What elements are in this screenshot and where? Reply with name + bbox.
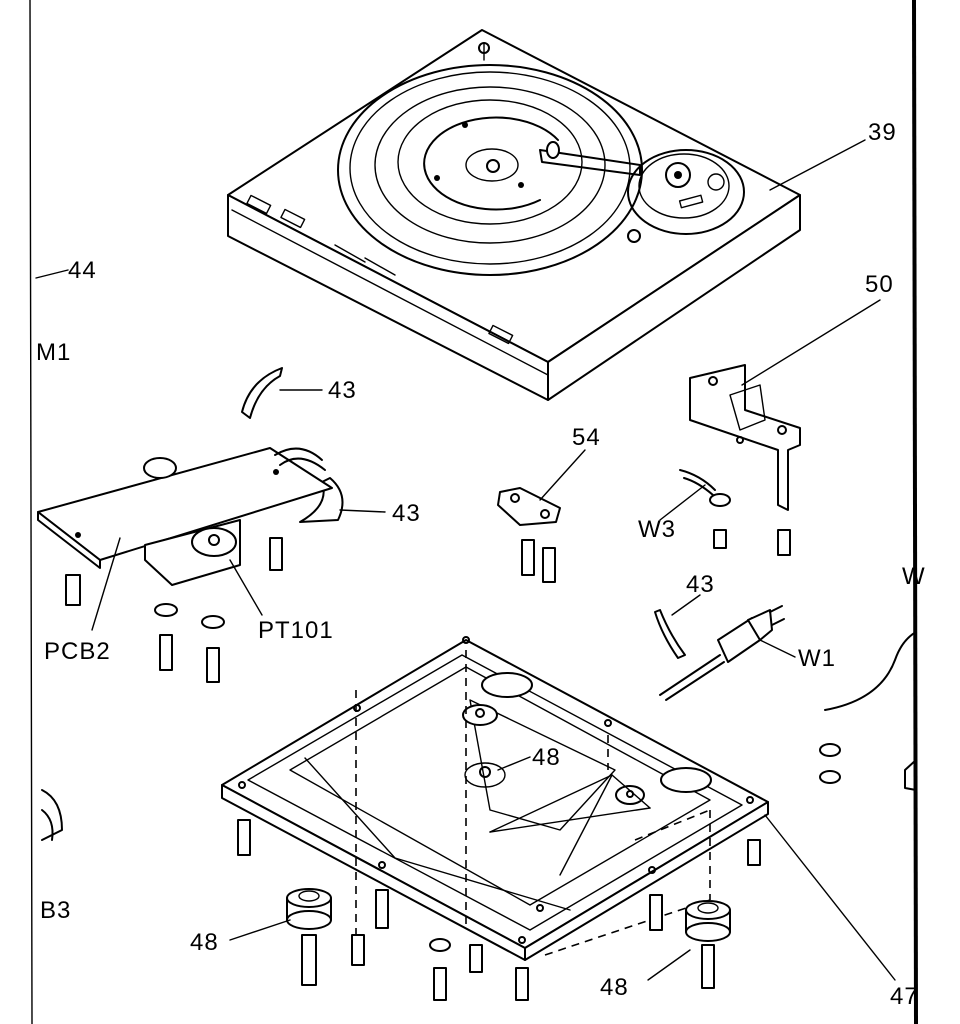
cabinet-top-assembly bbox=[227, 29, 801, 401]
base-plate-47 bbox=[221, 636, 769, 1001]
bracket-assembly-50 bbox=[679, 364, 801, 556]
left-side-partial-parts bbox=[41, 789, 63, 841]
label-part-43-middle: 43 bbox=[392, 500, 421, 527]
label-part-48-right: 48 bbox=[600, 974, 629, 1001]
label-part-b3: B3 bbox=[40, 897, 71, 924]
label-part-48-center: 48 bbox=[532, 744, 561, 771]
label-part-pt101: PT101 bbox=[258, 617, 334, 644]
label-part-54: 54 bbox=[572, 424, 601, 451]
cable-clamp-43a bbox=[241, 367, 283, 419]
cable-clamp-43c bbox=[654, 609, 686, 659]
label-part-m1: M1 bbox=[36, 339, 71, 366]
page-edge-lines bbox=[29, 0, 918, 1024]
leader-lines bbox=[35, 139, 896, 981]
label-part-43-upper: 43 bbox=[328, 377, 357, 404]
label-part-44: 44 bbox=[68, 257, 97, 284]
label-part-w3: W3 bbox=[638, 516, 676, 543]
power-cord-w1 bbox=[659, 605, 785, 701]
foot-48-right bbox=[685, 900, 731, 989]
label-part-w1: W1 bbox=[798, 645, 836, 672]
label-part-w: W bbox=[902, 563, 926, 590]
label-part-pcb2: PCB2 bbox=[44, 638, 111, 665]
right-side-partial-parts bbox=[819, 631, 917, 791]
label-part-47: 47 bbox=[890, 983, 919, 1010]
circuit-board-pcb2 bbox=[37, 447, 333, 683]
label-part-50: 50 bbox=[865, 271, 894, 298]
label-part-48-left: 48 bbox=[190, 929, 219, 956]
foot-48-left bbox=[286, 888, 332, 986]
switch-part-54 bbox=[497, 487, 561, 583]
label-part-43-lower: 43 bbox=[686, 571, 715, 598]
label-part-39: 39 bbox=[868, 119, 897, 146]
